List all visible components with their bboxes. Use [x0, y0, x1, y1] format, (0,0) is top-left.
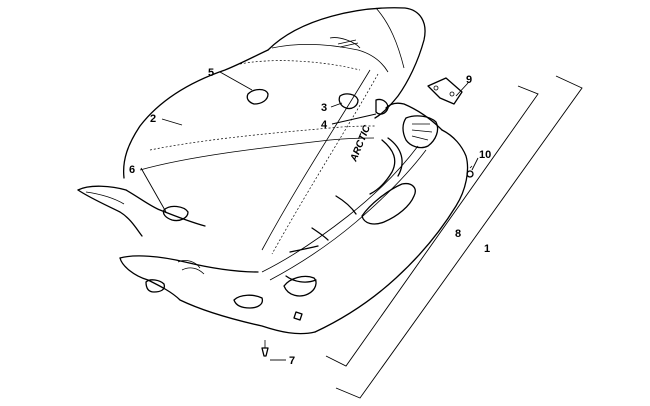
item-3-plug — [338, 93, 359, 110]
latch-mechanism — [375, 98, 439, 149]
brand-text: ARCTIC — [348, 123, 373, 164]
callout-5: 5 — [208, 67, 214, 79]
callouts: 5 2 3 4 6 7 8 9 10 1 — [129, 67, 491, 367]
leader-lines — [140, 71, 479, 361]
callout-10: 10 — [479, 149, 491, 161]
item-9-bracket — [427, 77, 463, 105]
callout-4: 4 — [321, 119, 328, 131]
seat-front-flap — [77, 185, 206, 237]
bracket-item-8 — [325, 85, 539, 367]
item-6-pad — [162, 205, 189, 222]
seat-cushion — [122, 7, 426, 255]
item-7-rivet — [261, 340, 269, 357]
callout-8: 8 — [455, 228, 461, 240]
item-5-pad — [246, 88, 269, 105]
bracket-item-1 — [335, 75, 583, 399]
callout-3: 3 — [321, 102, 327, 114]
callout-6: 6 — [129, 164, 135, 176]
callout-1: 1 — [484, 243, 490, 255]
seat-base-pan — [119, 102, 469, 335]
item-10-screw — [466, 165, 474, 178]
callout-9: 9 — [466, 74, 472, 86]
callout-2: 2 — [150, 113, 156, 125]
callout-7: 7 — [289, 355, 295, 367]
